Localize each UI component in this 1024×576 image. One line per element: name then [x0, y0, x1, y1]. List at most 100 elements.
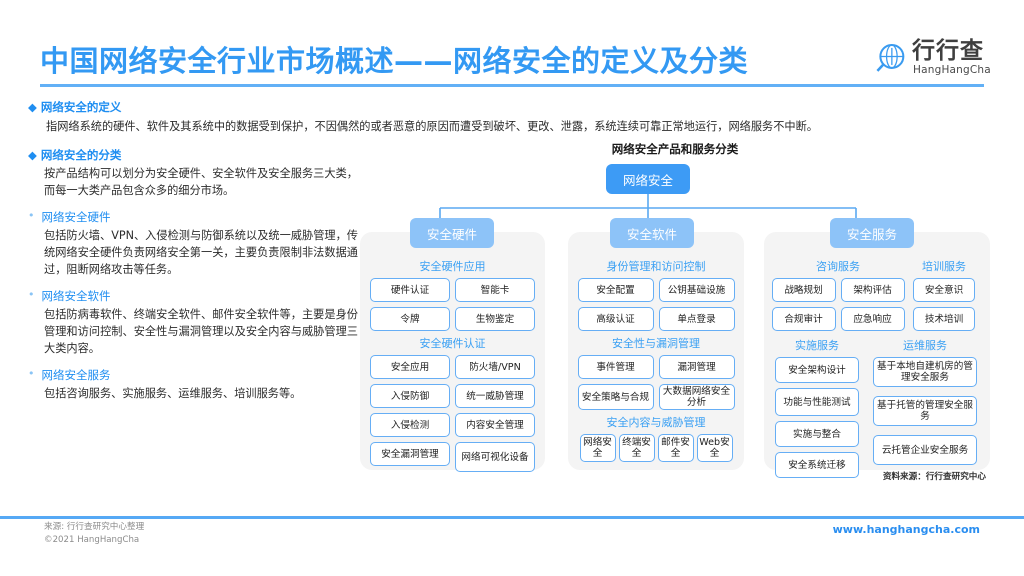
node-sv-impl-0[interactable]: 安全架构设计	[775, 357, 859, 383]
logo-text-cn: 行行查	[912, 38, 984, 64]
node-sw-vuln-2[interactable]: 安全策略与合规	[577, 384, 654, 410]
node-hw-auth-0[interactable]: 安全应用	[370, 355, 450, 379]
page-title: 中国网络安全行业市场概述——网络安全的定义及分类	[40, 44, 749, 78]
node-sw-iam-0[interactable]: 安全配置	[577, 278, 654, 302]
classification-body: 按产品结构可以划分为安全硬件、安全软件及安全服务三大类，而每一大类产品包含众多的…	[44, 167, 358, 197]
software-heading: • 网络安全软件	[28, 287, 358, 304]
footer-left: 来源: 行行查研究中心整理 ©2021 HangHangCha	[44, 521, 144, 547]
service-top-row: 咨询服务 战略规划 架构评估 合规审计 应急响应 培训服务 安全意识	[771, 254, 983, 331]
diagram-source: 资料来源：行行查研究中心	[882, 472, 986, 482]
node-sv-train-0[interactable]: 安全意识	[913, 278, 975, 302]
node-hw-auth-6[interactable]: 安全漏洞管理	[370, 442, 450, 466]
node-hw-auth-2[interactable]: 入侵防御	[370, 384, 450, 408]
section-grid-sv-ops: 基于本地自建机房的管理安全服务 基于托管的管理安全服务 云托管企业安全服务	[869, 357, 981, 465]
section-title-sv-impl: 实施服务	[795, 339, 839, 352]
service-ops-block: 运维服务 基于本地自建机房的管理安全服务 基于托管的管理安全服务 云托管企业安全…	[869, 333, 981, 478]
node-hw-auth-1[interactable]: 防火墙/VPN	[455, 355, 535, 379]
hardware-body: 包括防火墙、VPN、入侵检测与防御系统以及统一威胁管理，传统网络安全硬件负责网络…	[44, 229, 358, 276]
diagram-groups: 安全硬件应用 硬件认证 智能卡 令牌 生物鉴定 安全硬件认证 安全应用 防火墙/…	[360, 218, 990, 478]
node-sw-content-2[interactable]: 邮件安全	[657, 434, 694, 462]
section-grid-hw-app: 硬件认证 智能卡 令牌 生物鉴定	[367, 278, 538, 331]
list-item-software: • 网络安全软件 包括防病毒软件、终端安全软件、邮件安全软件等，主要是身份管理和访…	[28, 287, 358, 357]
hardware-heading-label: 网络安全硬件	[41, 210, 111, 224]
bullet-dot-icon: •	[28, 209, 35, 222]
classification-heading: ◆ 网络安全的分类	[28, 148, 122, 162]
service-train-block: 培训服务 安全意识 技术培训	[911, 254, 977, 331]
service-impl-block: 实施服务 安全架构设计 功能与性能测试 实施与整合 安全系统迁移	[771, 333, 863, 478]
section-title-sw-content: 安全内容与威胁管理	[606, 416, 706, 429]
node-hw-app-2[interactable]: 令牌	[370, 307, 450, 331]
node-sv-consult-2[interactable]: 合规审计	[771, 307, 836, 331]
section-grid-sw-vuln: 事件管理 漏洞管理 安全策略与合规 大数据网络安全分析	[575, 355, 737, 410]
node-sv-ops-2[interactable]: 云托管企业安全服务	[873, 435, 977, 465]
node-sv-consult-0[interactable]: 战略规划	[771, 278, 836, 302]
node-sw-vuln-3[interactable]: 大数据网络安全分析	[658, 384, 735, 410]
group-software-inner: 身份管理和访问控制 安全配置 公钥基础设施 高级认证 单点登录 安全性与漏洞管理…	[568, 232, 744, 470]
service-bottom-row: 实施服务 安全架构设计 功能与性能测试 实施与整合 安全系统迁移 运维服务	[771, 333, 983, 478]
definition-body: 指网络系统的硬件、软件及其系统中的数据受到保护，不因偶然的或者恶意的原因而遭受到…	[46, 120, 818, 133]
classification-block: ◆ 网络安全的分类 按产品结构可以划分为安全硬件、安全软件及安全服务三大类，而每…	[28, 148, 358, 199]
diagram-title: 网络安全产品和服务分类	[611, 142, 739, 156]
node-hw-auth-7[interactable]: 网络可视化设备	[455, 442, 535, 472]
node-sv-ops-1[interactable]: 基于托管的管理安全服务	[873, 396, 977, 426]
node-root: 网络安全	[606, 164, 690, 194]
node-sw-vuln-0[interactable]: 事件管理	[577, 355, 654, 379]
bullet-dot-icon: •	[28, 288, 35, 301]
node-sv-impl-2[interactable]: 实施与整合	[775, 421, 859, 447]
section-title-sw-iam: 身份管理和访问控制	[606, 260, 706, 273]
group-hardware-inner: 安全硬件应用 硬件认证 智能卡 令牌 生物鉴定 安全硬件认证 安全应用 防火墙/…	[360, 232, 545, 480]
node-sw-content-0[interactable]: 网络安全	[579, 434, 616, 462]
left-text-column: ◆ 网络安全的分类 按产品结构可以划分为安全硬件、安全软件及安全服务三大类，而每…	[28, 148, 358, 411]
node-hw-app-3[interactable]: 生物鉴定	[455, 307, 535, 331]
node-hw-auth-4[interactable]: 入侵检测	[370, 413, 450, 437]
node-sw-iam-1[interactable]: 公钥基础设施	[658, 278, 735, 302]
node-sv-impl-1[interactable]: 功能与性能测试	[775, 388, 859, 416]
node-sv-ops-0[interactable]: 基于本地自建机房的管理安全服务	[873, 357, 977, 387]
section-grid-sv-train: 安全意识 技术培训	[911, 278, 977, 331]
group-service-inner: 咨询服务 战略规划 架构评估 合规审计 应急响应 培训服务 安全意识	[764, 232, 990, 486]
section-title-hw-app: 安全硬件应用	[419, 260, 486, 273]
section-title-hw-auth: 安全硬件认证	[419, 337, 486, 350]
bullet-dot-icon: •	[28, 367, 35, 380]
group-hardware: 安全硬件应用 硬件认证 智能卡 令牌 生物鉴定 安全硬件认证 安全应用 防火墙/…	[360, 232, 545, 472]
hardware-heading: • 网络安全硬件	[28, 208, 358, 225]
list-item-service: •网络安全服务 包括咨询服务、实施服务、运维服务、培训服务等。	[28, 366, 358, 402]
brand-logo: 行行查 HangHangCha	[874, 38, 991, 86]
node-sw-iam-3[interactable]: 单点登录	[658, 307, 735, 331]
footer-divider	[0, 516, 1024, 519]
group-service: 咨询服务 战略规划 架构评估 合规审计 应急响应 培训服务 安全意识	[764, 232, 990, 478]
node-sv-train-1[interactable]: 技术培训	[913, 307, 975, 331]
logo-text-en: HangHangCha	[913, 64, 991, 76]
service-heading: •网络安全服务	[28, 366, 358, 383]
node-sv-consult-1[interactable]: 架构评估	[840, 278, 905, 302]
node-sw-vuln-1[interactable]: 漏洞管理	[658, 355, 735, 379]
section-title-sv-ops: 运维服务	[903, 339, 947, 352]
section-grid-sv-impl: 安全架构设计 功能与性能测试 实施与整合 安全系统迁移	[771, 357, 863, 478]
node-sv-impl-3[interactable]: 安全系统迁移	[775, 452, 859, 478]
slide-header: 中国网络安全行业市场概述——网络安全的定义及分类 行行查 HangHangCha	[0, 38, 1024, 98]
definition-heading: ◆ 网络安全的定义	[28, 100, 122, 114]
section-grid-hw-auth: 安全应用 防火墙/VPN 入侵防御 统一威胁管理 入侵检测 内容安全管理 安全漏…	[367, 355, 538, 472]
footer-website[interactable]: www.hanghangcha.com	[832, 523, 980, 536]
node-hw-app-0[interactable]: 硬件认证	[370, 278, 450, 302]
node-hw-app-1[interactable]: 智能卡	[455, 278, 535, 302]
node-hw-auth-5[interactable]: 内容安全管理	[455, 413, 535, 437]
footer-source: 来源: 行行查研究中心整理	[44, 522, 145, 532]
section-title-sw-vuln: 安全性与漏洞管理	[612, 337, 700, 350]
section-grid-sw-iam: 安全配置 公钥基础设施 高级认证 单点登录	[575, 278, 737, 331]
node-sw-content-3[interactable]: Web安全	[696, 434, 733, 462]
node-sv-consult-3[interactable]: 应急响应	[840, 307, 905, 331]
group-software: 身份管理和访问控制 安全配置 公钥基础设施 高级认证 单点登录 安全性与漏洞管理…	[568, 232, 744, 470]
node-sw-iam-2[interactable]: 高级认证	[577, 307, 654, 331]
node-sw-content-1[interactable]: 终端安全	[618, 434, 655, 462]
section-grid-sv-consult: 战略规划 架构评估 合规审计 应急响应	[771, 278, 905, 331]
list-item-hardware: • 网络安全硬件 包括防火墙、VPN、入侵检测与防御系统以及统一威胁管理，传统网络…	[28, 208, 358, 278]
magnifier-globe-icon	[876, 43, 905, 72]
software-body: 包括防病毒软件、终端安全软件、邮件安全软件等，主要是身份管理和访问控制、安全性与…	[44, 308, 358, 355]
software-heading-label: 网络安全软件	[41, 289, 111, 303]
service-body: 包括咨询服务、实施服务、运维服务、培训服务等。	[44, 387, 302, 400]
section-title-sv-consult: 咨询服务	[816, 260, 860, 273]
classification-diagram: 网络安全产品和服务分类 网络安全 安全硬件应用	[360, 142, 990, 482]
node-hw-auth-3[interactable]: 统一威胁管理	[455, 384, 535, 408]
